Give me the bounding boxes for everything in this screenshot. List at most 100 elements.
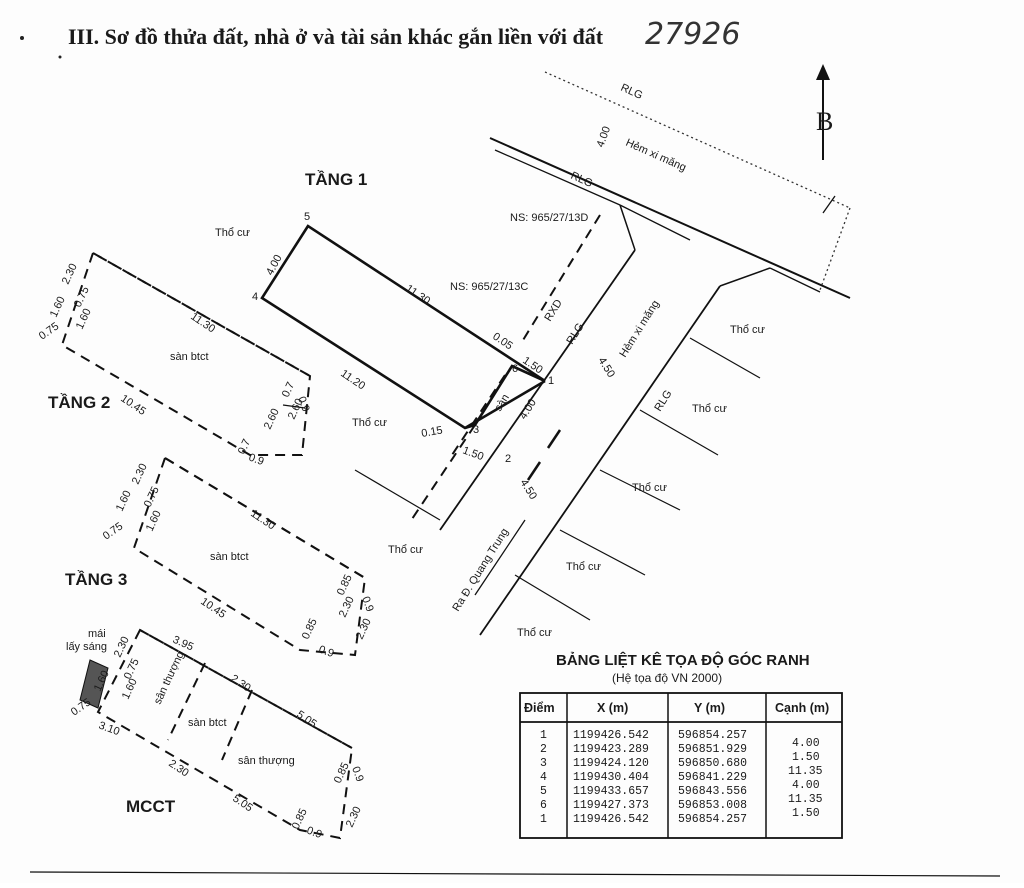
f3-c: 1.60 — [114, 489, 134, 513]
house-number-13c: NS: 965/27/13C — [450, 281, 528, 293]
label-residential-8: Thổ cư — [215, 227, 251, 239]
table-row: 3 1199424.120 596850.680 — [540, 757, 747, 770]
edge-value: 1.50 — [792, 751, 820, 764]
f3-g: 0.85 — [335, 573, 355, 597]
roof-concrete-label: sàn btct — [188, 717, 227, 729]
f2-k: 0.7 — [236, 437, 253, 456]
col-header-point: Điểm — [524, 701, 555, 715]
f1-right: 4.00 — [517, 397, 539, 422]
f2-f: 2.60 — [262, 407, 282, 431]
side-alley: Hẻm xi măng 4.50 RLG 4.50 Ra Đ. Quang Tr… — [439, 249, 771, 636]
label-residential-4: Thổ cư — [566, 561, 602, 573]
roof-l: 0.9 — [349, 765, 366, 783]
row-y: 596854.257 — [678, 813, 747, 826]
scan-speck — [58, 55, 62, 59]
f1-d3: 0.15 — [420, 424, 443, 440]
f2-h: 0.7 — [280, 380, 297, 399]
f2-d: 1.60 — [74, 307, 94, 331]
sheet-heading: III. Sơ đồ thửa đất, nhà ở và tài sản kh… — [68, 24, 604, 49]
f3-bottom: 10.45 — [198, 596, 228, 621]
roof-f: 5.05 — [230, 793, 254, 815]
f3-top: 11.30 — [248, 508, 277, 533]
roof-terrace-1: sân thượng — [152, 650, 187, 707]
roof-d: 3.10 — [97, 720, 121, 739]
label-residential-7: Thổ cư — [352, 417, 388, 429]
label-residential-1: Thổ cư — [730, 324, 766, 336]
row-point: 3 — [540, 757, 547, 770]
f3-b: 0.75 — [142, 485, 162, 509]
f1-d4: 1.50 — [461, 445, 485, 464]
alley-width-top: 4.00 — [595, 125, 614, 149]
row-point: 6 — [540, 799, 547, 812]
table-title: BẢNG LIỆT KÊ TỌA ĐỘ GÓC RANH — [556, 651, 810, 669]
edge-value: 11.35 — [788, 793, 823, 806]
row-y: 596851.929 — [678, 743, 747, 756]
table-subtitle: (Hệ tọa độ VN 2000) — [612, 671, 722, 685]
pt-5: 5 — [304, 211, 310, 223]
table-row: 5 1199433.657 596843.556 — [540, 785, 747, 798]
roof-g: 2.30 — [112, 635, 132, 659]
f2-a: 2.30 — [60, 262, 80, 286]
row-point: 1 — [540, 813, 547, 826]
pt-4: 4 — [252, 291, 258, 303]
roof-m: 0.85 — [290, 807, 310, 831]
row-point: 2 — [540, 743, 547, 756]
f3-a: 2.30 — [130, 462, 150, 486]
f2-bottom: 10.45 — [118, 393, 148, 418]
north-arrow: B — [816, 64, 833, 160]
edge-value: 4.00 — [792, 737, 820, 750]
corrugated-label: lấy sáng — [66, 641, 107, 653]
neighbor-lot-lines — [354, 337, 761, 621]
f3-e: 0.75 — [101, 520, 125, 542]
floor2-plan — [60, 251, 312, 456]
floor2-title: TẦNG 2 — [48, 393, 110, 412]
north-label: B — [816, 107, 833, 136]
floor3-plan — [132, 456, 367, 657]
rlg-label-top: RLG — [619, 82, 645, 102]
f2-b: 0.75 — [72, 285, 92, 309]
label-residential-2: Thổ cư — [692, 403, 728, 415]
house-number-13d: NS: 965/27/13D — [510, 212, 588, 224]
label-residential-3: Thổ cư — [632, 482, 668, 494]
row-x: 1199423.289 — [573, 743, 649, 756]
row-x: 1199427.373 — [573, 799, 649, 812]
pt-2: 2 — [505, 453, 511, 465]
f2-c: 1.60 — [48, 295, 68, 319]
floor1-plot — [260, 214, 601, 523]
table-row: 4 1199430.404 596841.229 — [540, 771, 747, 784]
table-row: 1 1199426.542 596854.257 — [540, 729, 747, 742]
edge-value: 4.00 — [792, 779, 820, 792]
row-point: 5 — [540, 785, 547, 798]
pt-6: 6 — [512, 363, 518, 375]
f2-g: 0.9 — [295, 395, 312, 413]
row-x: 1199426.542 — [573, 729, 649, 742]
coordinate-table — [519, 692, 843, 839]
table-row: 2 1199423.289 596851.929 — [540, 743, 747, 756]
row-point: 4 — [540, 771, 547, 784]
row-x: 1199430.404 — [573, 771, 649, 784]
alley-side-label: Hẻm xi măng — [617, 298, 662, 359]
f3-j: 0.9 — [317, 644, 335, 661]
alley-width-side-2: 4.50 — [517, 477, 539, 502]
pt-1: 1 — [548, 375, 554, 387]
roof-n: 0.9 — [305, 825, 323, 842]
row-x: 1199424.120 — [573, 757, 649, 770]
row-y: 596853.008 — [678, 799, 747, 812]
row-x: 1199433.657 — [573, 785, 649, 798]
row-y: 596841.229 — [678, 771, 747, 784]
f3-f: 2.30 — [337, 595, 357, 619]
row-y: 596843.556 — [678, 785, 747, 798]
alley-top-label: Hẻm xi măng — [624, 137, 688, 174]
rlg-label-mid: RLG — [569, 170, 595, 190]
roof-e: 2.30 — [166, 758, 190, 780]
edge-value: 1.50 — [792, 807, 820, 820]
label-residential-6: Thổ cư — [388, 544, 424, 556]
rlg-label-side: RLG — [652, 388, 674, 414]
main-road-label: Ra Đ. Quang Trung — [450, 526, 511, 613]
col-header-x: X (m) — [597, 701, 628, 715]
roof-plan — [79, 628, 354, 840]
f3-i: 0.85 — [300, 617, 320, 641]
table-row: 6 1199427.373 596853.008 — [540, 799, 747, 812]
f2-e: 0.75 — [37, 320, 61, 342]
